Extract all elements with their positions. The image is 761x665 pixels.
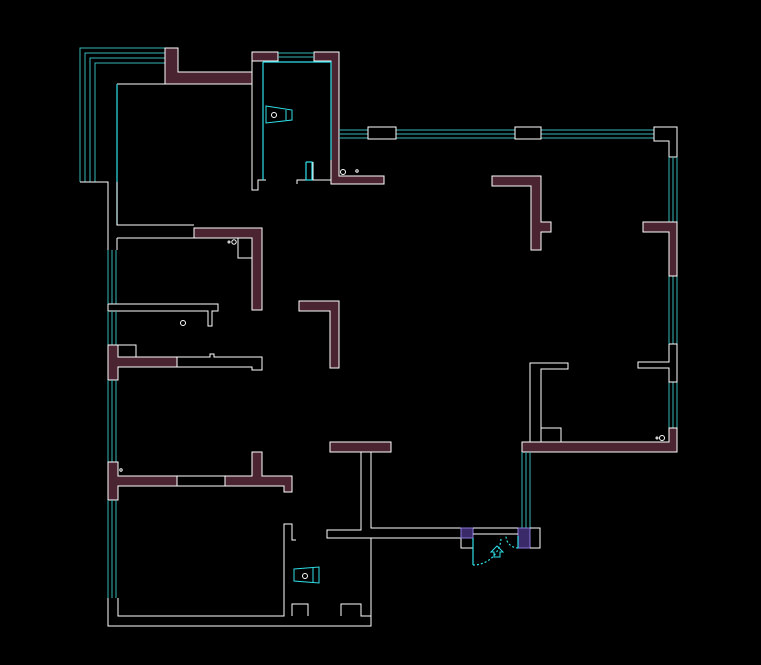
window-west-lower bbox=[107, 380, 117, 462]
floor-drain-icon bbox=[227, 239, 237, 245]
wall-bedroom-3-south bbox=[107, 451, 293, 501]
entrance bbox=[371, 452, 541, 566]
wall-center-column bbox=[298, 300, 461, 529]
wall-living-column bbox=[491, 175, 552, 251]
floor-drain-icon bbox=[340, 169, 359, 175]
window-west-upper bbox=[107, 250, 117, 304]
wall-bedroom-3-north bbox=[107, 344, 263, 381]
floor-drain-icon bbox=[655, 435, 665, 441]
floor-drain-icon bbox=[180, 320, 186, 326]
floor-drain-icon bbox=[119, 468, 123, 472]
wall-northeast-corner bbox=[653, 126, 678, 158]
southwest-bedroom bbox=[107, 452, 372, 627]
toilet-icon bbox=[265, 105, 293, 124]
corner-window-northwest bbox=[79, 47, 165, 183]
door-swing-icon bbox=[472, 535, 519, 566]
window-west-middle bbox=[107, 311, 117, 345]
window-north-living bbox=[339, 126, 654, 140]
window-west-bottom bbox=[107, 500, 117, 598]
wall-bedroom-2-south bbox=[107, 303, 219, 327]
entrance-arrow-icon bbox=[489, 545, 505, 558]
kitchen-walls bbox=[529, 362, 665, 442]
toilet-icon bbox=[293, 566, 320, 584]
wall-east bbox=[521, 221, 678, 453]
window-east bbox=[668, 157, 678, 428]
wall-west-upper bbox=[95, 181, 263, 311]
north-bathroom bbox=[251, 51, 385, 191]
